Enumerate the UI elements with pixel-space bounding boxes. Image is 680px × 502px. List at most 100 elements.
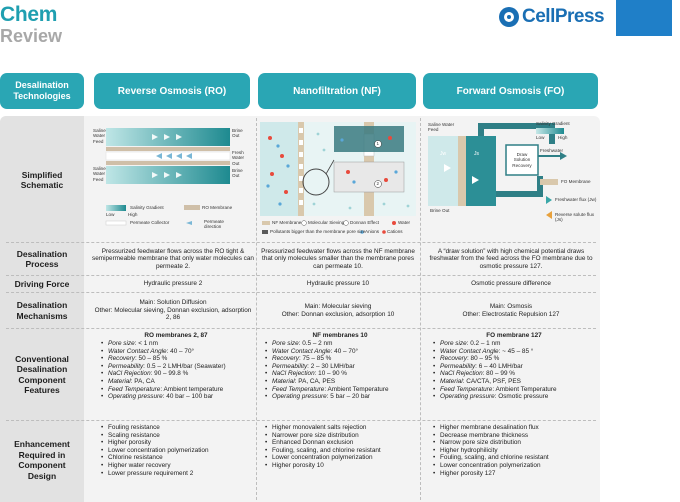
fo-salinity-swatch	[536, 128, 564, 134]
journal-brand: Chem Review	[0, 3, 62, 47]
column-divider	[420, 118, 421, 500]
enhancement-item: Lower pressure requirement 2	[100, 470, 252, 478]
enhancement-item: Narrow pore size distribution	[432, 439, 596, 447]
enhancement-nf: Higher monovalent salts rejectionNarrowe…	[264, 424, 416, 470]
freshwater-arrow-icon	[560, 152, 567, 160]
feature-value: : 40 – 70°	[330, 347, 359, 355]
feature-value: : 90 – 99.8 %	[150, 370, 189, 378]
feature-item: Material: PA, CA, PES	[264, 378, 416, 386]
corner-tab	[616, 0, 672, 36]
fo-legend-low: Low	[536, 135, 545, 140]
feature-item: NaCl Rejection: 10 – 90 %	[264, 370, 416, 378]
enhancement-item: Lower concentration polymerization	[432, 462, 596, 470]
enhancement-item: Scaling resistance	[100, 432, 252, 440]
feature-key: Pore size	[272, 340, 299, 348]
mechanisms-nf-other: Other: Donnan exclusion, adsorption 10	[281, 310, 395, 318]
enhancement-item: Higher porosity	[100, 439, 252, 447]
feature-item: NaCl Rejection: 90 – 99.8 %	[100, 370, 252, 378]
enhancement-item: Fouling resistance	[100, 424, 252, 432]
feature-key: Water Contact Angle	[440, 347, 499, 355]
nf-legend-cations: Cations	[387, 229, 403, 234]
mechanisms-fo-other: Other: Electrostatic Repulsion 127	[462, 310, 560, 318]
features-fo-list: Pore size: 0.2 – 1 nmWater Contact Angle…	[432, 340, 596, 401]
feature-value: : 80 – 95 %	[467, 355, 500, 363]
publisher-logo: CellPress	[499, 6, 605, 28]
feature-key: Permeability	[272, 362, 308, 370]
column-divider	[256, 118, 257, 500]
nf-legend-donnan: Donnan Effect	[350, 220, 380, 225]
feature-value: : 40 – 70°	[166, 347, 195, 355]
feature-value: : 0.5 – 2 nm	[298, 340, 333, 348]
nf-inset-1	[334, 126, 404, 152]
feature-item: NaCl Rejection: 80 – 99 %	[432, 370, 596, 378]
row-label-process: Desalination Process	[16, 248, 68, 270]
fo-legend-high: High	[558, 135, 568, 140]
feature-value: : Ambient Temperature	[492, 385, 557, 393]
feature-value: : 50 – 85 %	[135, 355, 168, 363]
mechanisms-fo-main: Main: Osmosis	[489, 302, 533, 310]
feature-item: Pore size: 0.2 – 1 nm	[432, 340, 596, 348]
enhancement-item: Narrower pore size distribution	[264, 432, 416, 440]
feature-item: Water Contact Angle: 40 – 70°	[264, 348, 416, 356]
force-nf: Hydraulic pressure 10	[306, 280, 370, 288]
permeate-collector-swatch	[105, 220, 127, 226]
nf-feed-zone	[260, 122, 298, 216]
row-label-force: Driving Force	[14, 278, 70, 289]
nf-magnifier-circle	[302, 168, 330, 196]
process-nf: Pressurized feedwater flows across the N…	[261, 247, 415, 270]
fo-legend-membrane: FO Membrane	[561, 179, 591, 184]
row-divider	[6, 242, 596, 243]
corner-header: Desalination Technologies	[0, 73, 84, 109]
mechanisms-fo: Main: Osmosis Other: Electrostatic Repul…	[424, 295, 598, 326]
feature-item: Recovery: 50 – 85 %	[100, 355, 252, 363]
feature-item: Operating pressure: 40 bar – 100 bar	[100, 393, 252, 401]
feature-key: Operating pressure	[440, 393, 495, 401]
fo-diagram	[428, 123, 567, 219]
salinity-gradient-swatch	[106, 205, 126, 211]
ro-diagram	[105, 128, 231, 226]
ro-label-brine-out: Brine Out	[232, 128, 243, 139]
feature-item: Pore size: < 1 nm	[100, 340, 252, 348]
mechanisms-ro: Main: Solution Diffusion Other: Molecula…	[92, 295, 254, 326]
feature-value: : PA, CA	[130, 378, 155, 386]
fo-label-jw: Jw	[440, 151, 447, 157]
ro-membrane-swatch	[184, 205, 200, 210]
feature-item: Feed Temperature: Ambient Temperature	[432, 386, 596, 394]
feature-item: Feed Temperature: Ambient Temperature	[264, 386, 416, 394]
enhancement-item: Fouling, scaling, and chlorine resistant	[432, 454, 596, 462]
mechanisms-nf: Main: Molecular sieving Other: Donnan ex…	[258, 295, 418, 326]
feature-item: Recovery: 75 – 85 %	[264, 355, 416, 363]
fo-draw-tank	[466, 136, 496, 206]
ro-legend-permeate-collector: Permeate Collector	[130, 220, 170, 225]
feature-key: Material	[440, 378, 463, 386]
fo-schematic: Saline Water Feed Brine Out Jw Js Draw S…	[424, 120, 598, 240]
label-column	[0, 116, 84, 502]
features-ro: RO membranes 2, 87 Pore size: < 1 nmWate…	[100, 332, 252, 401]
nf-marker-2: 2	[376, 181, 380, 186]
fo-loop-top	[478, 123, 555, 144]
nf-inset-2	[333, 161, 405, 193]
row-label-mechanisms: Desalination Mechanisms	[16, 300, 68, 321]
feature-item: Permeability: 0.5 – 2 LMH/bar (Seawater)	[100, 363, 252, 371]
feature-value: : 10 – 90 %	[314, 370, 347, 378]
column-header-nf: Nanofiltration (NF)	[258, 73, 416, 109]
fo-label-saline-feed: Saline Water Feed	[428, 122, 455, 133]
feature-item: Water Contact Angle: ~ 45 – 85 °	[432, 348, 596, 356]
row-label-features: Conventional Desalination Component Feat…	[15, 353, 69, 396]
feature-value: : ~ 45 – 85 °	[498, 347, 534, 355]
feature-value: : 40 bar – 100 bar	[162, 393, 214, 401]
journal-name: Chem	[0, 3, 58, 26]
feature-item: Feed Temperature: Ambient temperature	[100, 386, 252, 394]
enhancement-fo-list: Higher membrane desalination fluxDecreas…	[432, 424, 596, 477]
draw-recovery-box	[505, 144, 539, 176]
feature-key: Operating pressure	[108, 393, 163, 401]
ro-legend-permeate-direction: Permeate direction	[204, 219, 224, 230]
column-header-fo: Forward Osmosis (FO)	[423, 73, 598, 109]
ro-label-saline-feed: Saline Water Feed	[93, 128, 106, 144]
ro-legend-low: Low	[106, 212, 115, 217]
feature-key: Operating pressure	[272, 393, 327, 401]
features-nf-list: Pore size: 0.5 – 2 nmWater Contact Angle…	[264, 340, 416, 401]
publisher-name: CellPress	[522, 6, 605, 27]
row-label-schematic: Simplified Schematic	[20, 169, 64, 191]
mechanisms-ro-main: Main: Solution Diffusion	[139, 299, 207, 307]
